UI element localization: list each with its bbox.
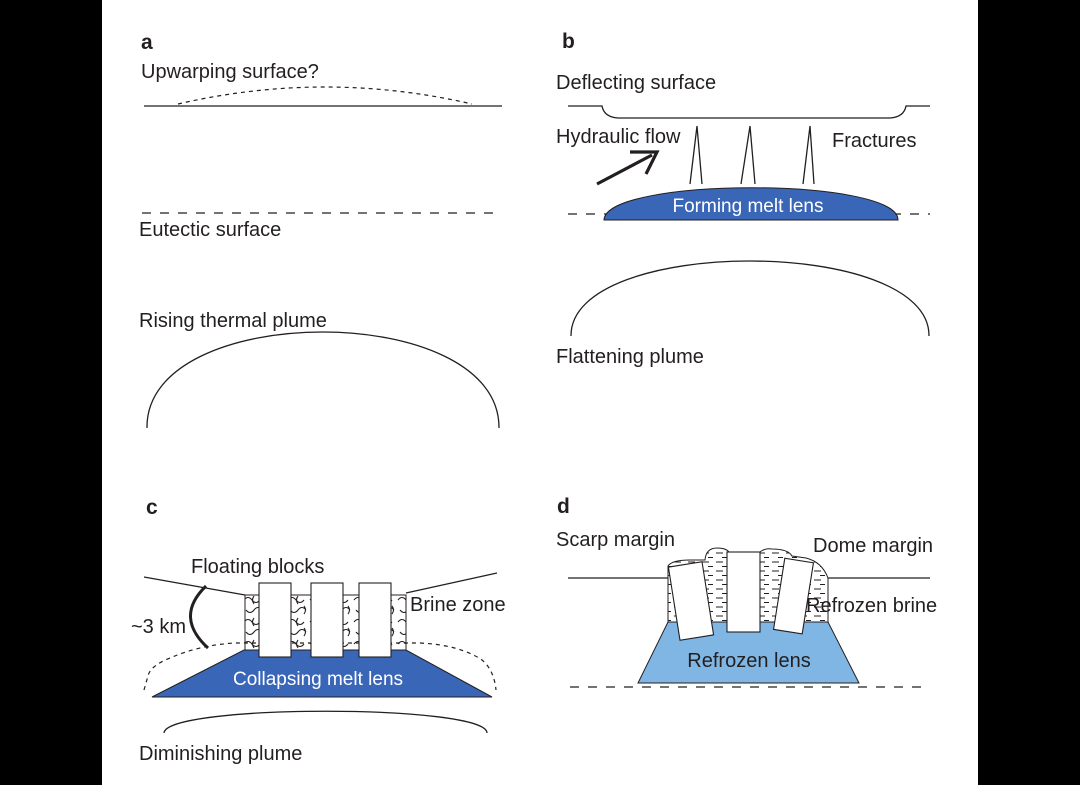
refrozen-brine-label: Refrozen brine	[806, 595, 937, 617]
panel-a: a Upwarping surface? Eutectic surface Ri…	[139, 31, 502, 429]
surface-left-c	[143, 576, 246, 596]
refrozen-block-1	[667, 561, 715, 641]
diminishing-plume-arc	[163, 710, 488, 734]
arrow-head	[630, 150, 660, 175]
hydraulic-flow-label: Hydraulic flow	[556, 126, 681, 148]
forming-melt-lens-label: Forming melt lens	[673, 196, 824, 217]
upwarp-dashed-arc	[177, 86, 473, 105]
refrozen-block-3	[772, 557, 815, 635]
deflecting-surface-label: Deflecting surface	[556, 72, 716, 94]
floating-block-2	[310, 582, 344, 658]
floating-blocks-label: Floating blocks	[191, 556, 324, 578]
brine-zone-label: Brine zone	[410, 594, 506, 616]
panel-b: b Deflecting surface Hydraulic flow Frac…	[556, 30, 930, 368]
eutectic-surface-label: Eutectic surface	[139, 219, 281, 241]
deflecting-surface-line	[568, 105, 930, 119]
depth-bracket	[189, 584, 210, 650]
flattening-plume-arc	[570, 260, 930, 337]
panel-a-letter: a	[141, 31, 153, 54]
refrozen-block-2	[726, 551, 761, 633]
arrow-shaft	[596, 153, 653, 186]
scarp-margin-label: Scarp margin	[556, 529, 675, 551]
forming-melt-lens	[603, 187, 899, 221]
fractures-label: Fractures	[832, 130, 916, 152]
panel-d-letter: d	[557, 495, 570, 518]
flattening-plume-label: Flattening plume	[556, 346, 704, 368]
panel-d: d Scarp margin Dome margin Refrozen lens…	[556, 495, 937, 688]
rising-plume-label: Rising thermal plume	[139, 310, 327, 332]
refrozen-lens-label: Refrozen lens	[687, 650, 810, 672]
rising-plume-arc	[146, 331, 500, 429]
panel-b-letter: b	[562, 30, 575, 53]
floating-block-1	[258, 582, 292, 658]
depth-label: ~3 km	[131, 616, 186, 638]
fracture-1	[689, 125, 703, 185]
panel-c: c Floating blocks Collapsing melt lens B…	[131, 496, 506, 765]
collapsing-melt-lens-label: Collapsing melt lens	[233, 669, 403, 690]
fractures-group	[689, 125, 815, 185]
collapsing-melt-lens	[151, 649, 493, 698]
floating-block-3	[358, 582, 392, 658]
panel-c-letter: c	[146, 496, 158, 519]
upwarping-surface-label: Upwarping surface?	[141, 61, 319, 83]
diminishing-plume-label: Diminishing plume	[139, 743, 302, 765]
surface-right-c	[405, 572, 498, 594]
dome-margin-label: Dome margin	[813, 535, 933, 557]
fracture-2	[740, 125, 756, 185]
fracture-3	[802, 125, 815, 185]
hydraulic-flow-arrow	[596, 150, 660, 186]
